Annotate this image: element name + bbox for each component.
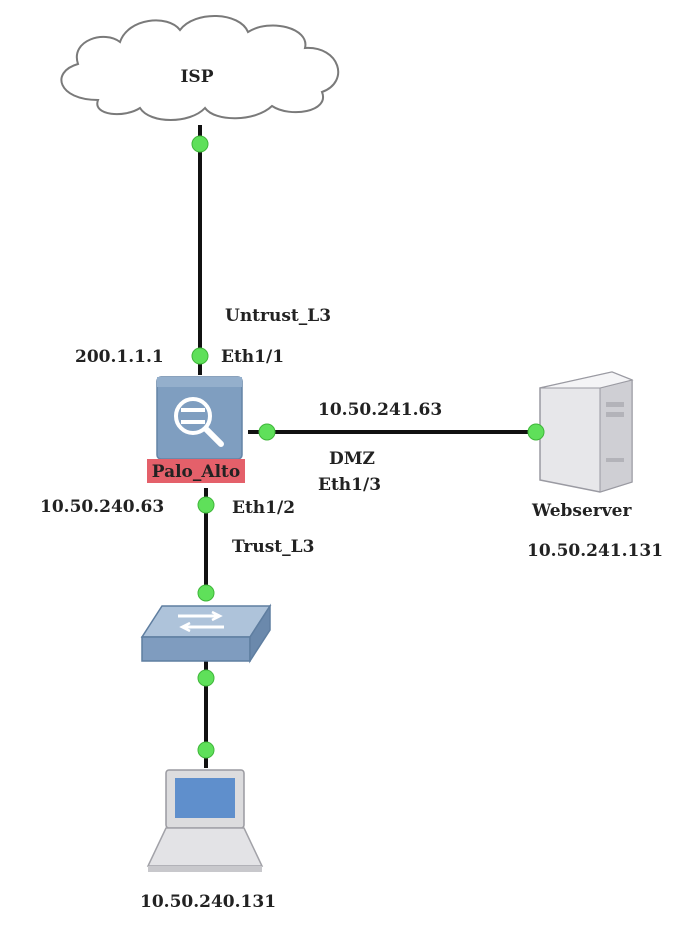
port-isp: [191, 135, 209, 153]
isp-label: ISP: [180, 67, 213, 87]
eth1-2-zone: Trust_L3: [232, 537, 314, 557]
client-ip: 10.50.240.131: [140, 892, 276, 912]
webserver-ip: 10.50.241.131: [527, 541, 663, 561]
eth1-1-name: Eth1/1: [221, 347, 284, 367]
eth1-1-zone: Untrust_L3: [225, 306, 331, 326]
eth1-3-ip: 10.50.241.63: [318, 400, 442, 420]
isp-cloud-icon: [60, 15, 340, 121]
eth1-1-ip: 200.1.1.1: [75, 347, 164, 367]
switch-icon: [140, 603, 272, 664]
ports: [191, 135, 545, 759]
port-webserver: [527, 423, 545, 441]
firewall-label: Palo_Alto: [152, 462, 240, 482]
links: [198, 125, 536, 768]
firewall-icon: [147, 376, 245, 483]
webserver-label: Webserver: [531, 501, 632, 521]
port-client: [197, 741, 215, 759]
eth1-2-ip: 10.50.240.63: [40, 497, 164, 517]
port-switch-down: [197, 669, 215, 687]
port-switch-up: [197, 584, 215, 602]
eth1-3-zone: DMZ: [329, 449, 375, 469]
port-eth1-2: [197, 496, 215, 514]
port-eth1-1: [191, 347, 209, 365]
laptop-icon: [146, 769, 264, 872]
eth1-2-name: Eth1/2: [232, 498, 295, 518]
webserver-icon: [539, 371, 634, 493]
port-eth1-3: [258, 423, 276, 441]
eth1-3-name: Eth1/3: [318, 475, 381, 495]
